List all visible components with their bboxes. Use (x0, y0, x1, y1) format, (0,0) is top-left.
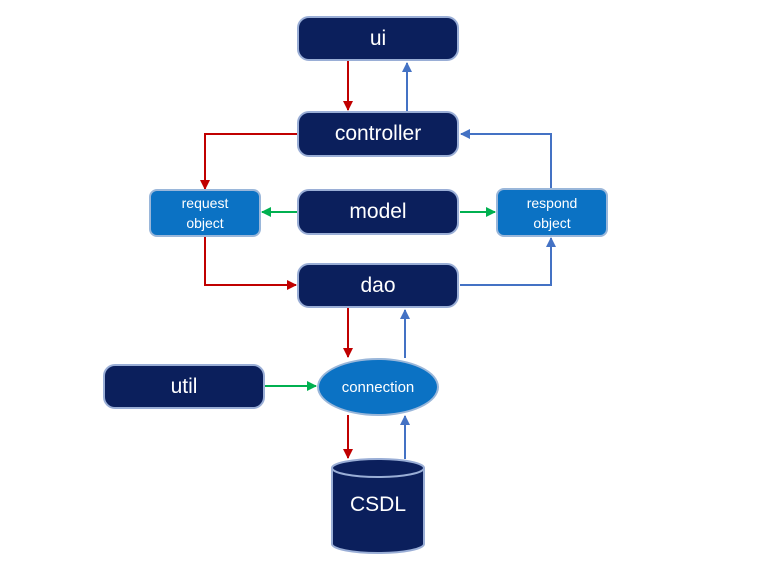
connection-node: connection (317, 358, 439, 416)
controller-node: controller (297, 111, 459, 157)
request-object-node: request object (149, 189, 261, 237)
ui-node: ui (297, 16, 459, 61)
dao-node: dao (297, 263, 459, 308)
util-node: util (103, 364, 265, 409)
arrow-controller-to-request (200, 133, 298, 190)
arrow-request-to-dao (204, 237, 297, 290)
arrow-dao-to-respond (460, 237, 556, 286)
csdl-cylinder (331, 458, 425, 554)
respond-object-node: respond object (496, 188, 608, 237)
model-node: model (297, 189, 459, 235)
csdl-label: CSDL (349, 493, 407, 516)
arrow-respond-to-controller (460, 129, 552, 188)
